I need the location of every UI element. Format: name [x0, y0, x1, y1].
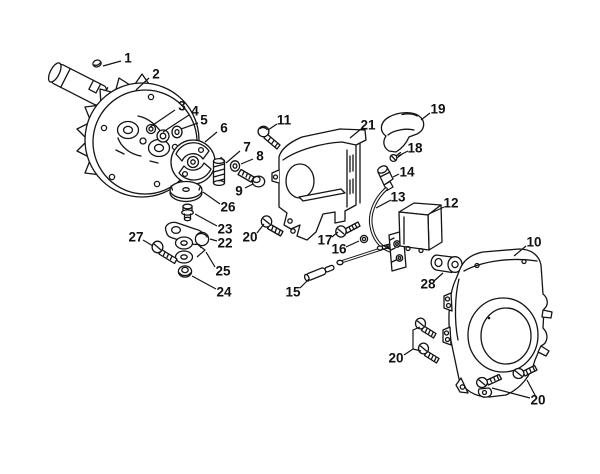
part-number-label: 27	[128, 230, 143, 245]
part-13-wire-drawing	[368, 187, 393, 253]
part-number-label: 15	[285, 285, 301, 300]
part-number-label: 23	[217, 222, 233, 237]
part-number-label: 26	[220, 200, 236, 215]
part-number-label: 14	[399, 165, 415, 180]
part-15-pin-drawing	[303, 264, 335, 282]
part-18-screw-drawing	[389, 151, 403, 163]
callout-leader-line	[392, 173, 400, 178]
callout-leader-line	[205, 251, 216, 268]
callout-leader-line	[349, 128, 362, 139]
diagram-artwork	[47, 59, 553, 398]
part-4-nut-drawing	[156, 129, 170, 143]
callout-leader-line	[430, 206, 445, 214]
part-number-label: 2	[152, 67, 160, 82]
callout-bracket-line	[412, 326, 421, 349]
part-23-stud-drawing	[181, 203, 194, 222]
callout-leader-line	[204, 131, 218, 143]
callout-leader-line	[513, 245, 527, 257]
callout-leader-line	[420, 112, 431, 121]
callout-leader-line	[191, 275, 217, 290]
part-20-screws-mid-drawing	[414, 317, 440, 364]
part-number-label: 13	[390, 190, 406, 205]
callout-leader-line	[331, 231, 339, 238]
part-number-label: 17	[317, 233, 332, 248]
part-9-bolt-drawing	[237, 168, 266, 188]
callout-leader-line	[256, 223, 265, 234]
callout-leader-line	[397, 150, 409, 157]
part-27-screw-drawing	[151, 240, 178, 265]
part-6-clutch-drawing	[170, 139, 216, 185]
part-number-label: 20	[530, 393, 545, 408]
part-number-label: 11	[277, 113, 292, 128]
part-number-label: 19	[430, 102, 445, 117]
callout-leader-line	[345, 240, 360, 248]
part-number-label: 3	[178, 99, 186, 114]
part-24-nut-drawing	[177, 265, 193, 278]
part-number-label: 18	[407, 141, 423, 156]
part-number-label: 28	[420, 277, 436, 292]
part-10-fan-housing-drawing	[442, 248, 553, 398]
part-number-label: 20	[242, 230, 257, 245]
callout-leader-line	[403, 348, 414, 356]
callout-leader-line	[267, 123, 278, 131]
part-20-screw-left-drawing	[260, 215, 284, 237]
callout-leader-line	[491, 387, 531, 399]
part-number-label: 1	[124, 51, 132, 66]
part-number-label: 10	[526, 235, 541, 250]
part-20-screws-bottom-drawing	[475, 364, 538, 389]
part-number-label: 24	[216, 285, 232, 300]
part-number-label: 5	[200, 113, 208, 128]
part-22-pawl-drawing	[164, 221, 210, 249]
part-12-ignition-coil-drawing	[376, 202, 443, 272]
part-14-boot-drawing	[377, 165, 394, 192]
callout-leader-line	[209, 238, 218, 242]
part-2-flywheel-drawing	[76, 73, 200, 198]
callout-leader-line	[240, 158, 254, 165]
part-28-spacer-drawing	[430, 254, 463, 274]
part-1-key-drawing	[92, 59, 102, 68]
part-number-label: 16	[331, 242, 347, 257]
part-19-plug-boot-drawing	[380, 112, 425, 153]
callout-leader-line	[433, 272, 444, 282]
callout-leader-line	[180, 122, 199, 130]
part-25-washers-drawing	[174, 236, 194, 264]
part-21-shroud-drawing	[271, 128, 367, 241]
callout-leader-line	[202, 191, 221, 205]
part-3-washer-drawing	[145, 123, 157, 135]
part-number-label: 12	[443, 196, 458, 211]
part-5-washer-drawing	[171, 125, 183, 139]
part-26-disc-drawing	[169, 180, 203, 203]
part-number-label: 25	[215, 264, 231, 279]
callout-leader-line	[135, 77, 150, 91]
callout-leader-line	[142, 239, 154, 247]
callout-leader-line	[375, 199, 392, 209]
callout-leader-line	[102, 60, 122, 67]
part-8-washer-drawing	[229, 160, 241, 172]
part-number-label: 20	[388, 351, 403, 366]
callout-bracket-line	[412, 348, 422, 352]
callout-leader-line	[225, 150, 241, 164]
part-number-label: 6	[220, 121, 228, 136]
callout-bracket-line	[196, 243, 206, 258]
part-number-label: 8	[256, 149, 264, 164]
part-number-label: 9	[235, 184, 243, 199]
callout-leader-line	[162, 114, 190, 133]
part-11-screw-drawing	[257, 125, 281, 150]
part-number-label: 7	[243, 140, 251, 155]
part-number-label: 21	[360, 118, 376, 133]
part-16-nut-drawing	[359, 234, 369, 244]
callout-leader-line	[194, 213, 218, 227]
callout-leader-line	[244, 183, 254, 189]
callout-bracket-line	[526, 379, 537, 398]
callout-leader-line	[299, 278, 310, 289]
part-number-label: 22	[217, 236, 232, 251]
part-17-screw-drawing	[335, 221, 361, 238]
part-7-spring-drawing	[212, 156, 226, 187]
callout-leader-line	[149, 109, 176, 128]
part-number-label: 4	[191, 104, 199, 119]
